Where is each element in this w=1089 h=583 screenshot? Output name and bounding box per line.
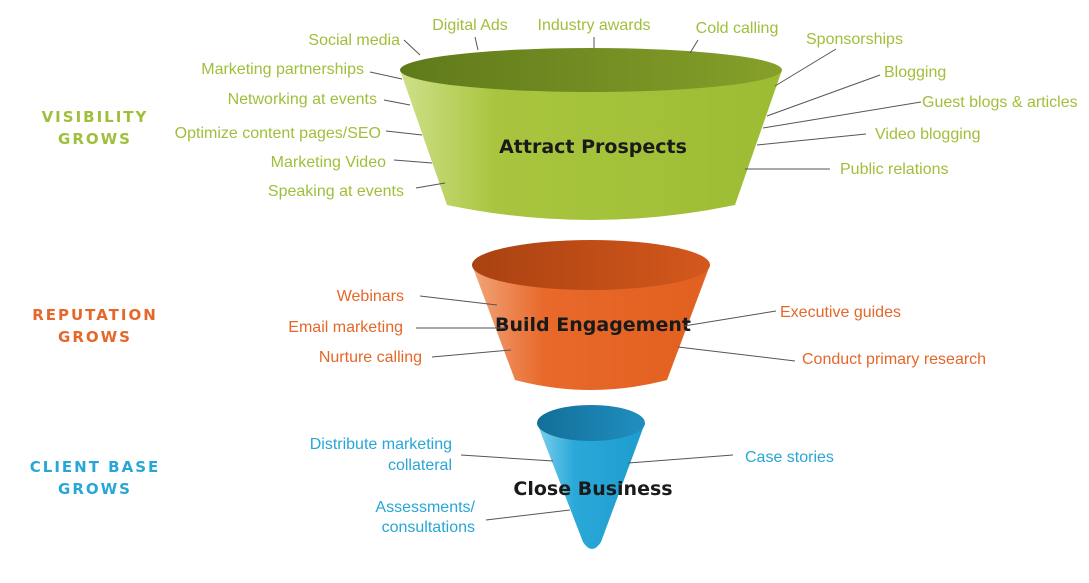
middle-funnel-body <box>472 265 710 390</box>
label-assessments: Assessments/ <box>375 499 475 516</box>
label-email-marketing: Email marketing <box>288 319 403 336</box>
side-label-visibility-2: GROWS <box>58 130 132 148</box>
top-funnel-body <box>400 70 782 220</box>
label-digital-ads: Digital Ads <box>432 17 508 34</box>
middle-funnel: Build Engagement <box>472 240 710 390</box>
label-conduct-primary-research: Conduct primary research <box>802 351 986 368</box>
side-label-reputation-1: REPUTATION <box>32 306 158 324</box>
bottom-funnel: Close Business <box>513 405 673 549</box>
label-optimize-content: Optimize content pages/SEO <box>175 125 381 142</box>
label-case-stories: Case stories <box>745 449 834 466</box>
side-label-client-1: CLIENT BASE <box>30 458 161 476</box>
bottom-leaders <box>460 454 734 521</box>
top-labels: Digital Ads Industry awards Cold calling… <box>175 17 1078 200</box>
top-stage-title: Attract Prospects <box>499 136 687 158</box>
bottom-stage-title: Close Business <box>513 478 672 500</box>
side-label-reputation-2: GROWS <box>58 328 132 346</box>
label-industry-awards: Industry awards <box>538 17 651 34</box>
middle-funnel-rim <box>472 240 710 290</box>
label-nurture-calling: Nurture calling <box>319 349 422 366</box>
label-webinars: Webinars <box>337 288 404 305</box>
label-executive-guides: Executive guides <box>780 304 901 321</box>
top-leaders <box>369 36 922 189</box>
label-cold-calling: Cold calling <box>696 20 779 37</box>
label-marketing-partnerships: Marketing partnerships <box>201 61 364 78</box>
side-labels: VISIBILITY GROWS REPUTATION GROWS CLIENT… <box>30 108 161 498</box>
label-video-blogging: Video blogging <box>875 126 981 143</box>
side-label-visibility-1: VISIBILITY <box>42 108 149 126</box>
label-marketing-video: Marketing Video <box>271 154 386 171</box>
bottom-funnel-rim <box>537 405 645 441</box>
label-consultations: consultations <box>382 519 475 536</box>
bottom-labels: Distribute marketing collateral Case sto… <box>310 436 834 536</box>
side-label-client-2: GROWS <box>58 480 132 498</box>
label-distribute-marketing: Distribute marketing <box>310 436 452 453</box>
label-networking-at-events: Networking at events <box>228 91 377 108</box>
label-speaking-at-events: Speaking at events <box>268 183 404 200</box>
label-sponsorships: Sponsorships <box>806 31 903 48</box>
top-funnel-rim <box>400 48 782 92</box>
label-public-relations: Public relations <box>840 161 949 178</box>
label-collateral: collateral <box>388 457 452 474</box>
bottom-funnel-body <box>537 423 645 549</box>
middle-leaders <box>416 295 796 362</box>
top-funnel: Attract Prospects <box>400 48 782 220</box>
label-guest-blogs: Guest blogs & articles <box>922 94 1078 111</box>
label-social-media: Social media <box>308 32 400 49</box>
middle-labels: Webinars Executive guides Email marketin… <box>288 288 986 368</box>
middle-stage-title: Build Engagement <box>495 314 691 336</box>
label-blogging: Blogging <box>884 64 946 81</box>
